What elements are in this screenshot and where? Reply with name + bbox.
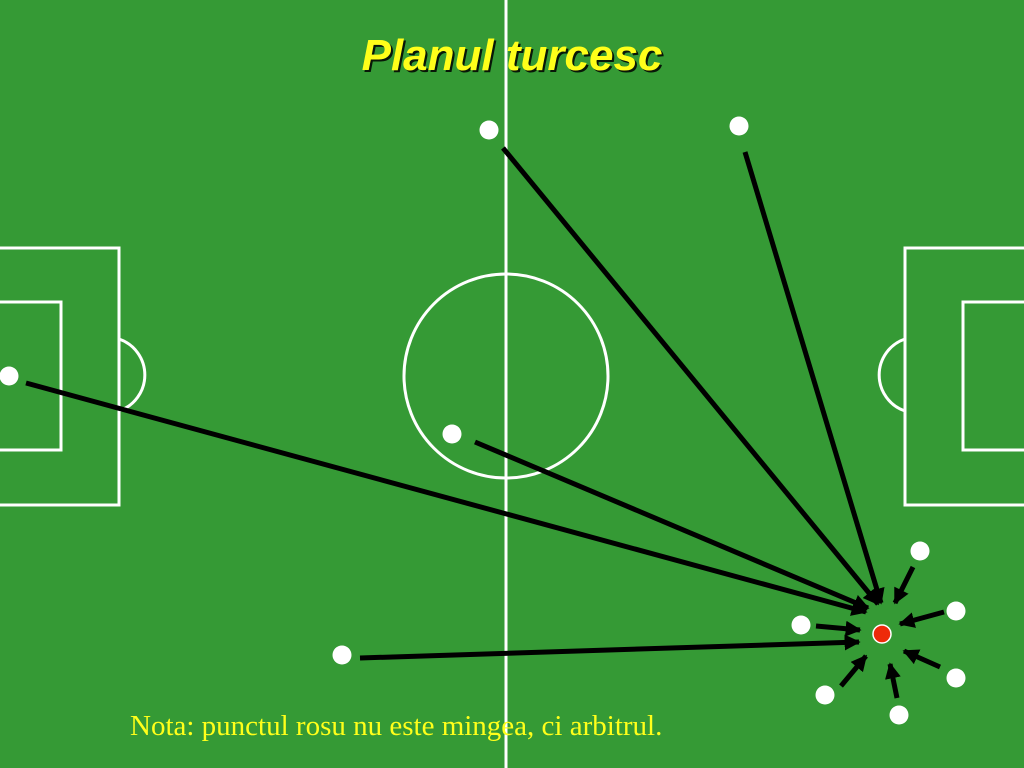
slide-title: Planul turcesc <box>361 31 663 80</box>
player-marker <box>815 685 835 705</box>
player-marker <box>946 601 966 621</box>
short-arrows <box>815 565 945 699</box>
arrow <box>474 439 870 611</box>
arrow <box>902 648 942 670</box>
long-arrows <box>25 146 885 661</box>
player-marker <box>910 541 930 561</box>
left-penalty-arc <box>118 337 147 413</box>
player-marker <box>889 705 909 725</box>
player-marker <box>946 668 966 688</box>
player-marker <box>479 120 499 140</box>
arrow <box>839 654 868 688</box>
player-marker <box>0 366 19 386</box>
arrow <box>25 380 868 616</box>
arrow <box>501 146 880 606</box>
right-goal-area <box>961 300 1024 452</box>
arrow <box>815 620 862 637</box>
arrow <box>898 609 945 628</box>
left-penalty-area <box>0 246 121 507</box>
right-penalty-arc <box>877 337 906 413</box>
player-marker <box>791 615 811 635</box>
left-goal-area <box>0 300 63 452</box>
center-circle <box>402 272 610 480</box>
arrow <box>892 565 916 605</box>
player-marker <box>729 116 749 136</box>
referee-marker <box>872 624 892 644</box>
arrow <box>885 662 901 699</box>
arrow <box>742 151 885 605</box>
player-marker <box>332 645 352 665</box>
footnote: Nota: punctul rosu nu este mingea, ci ar… <box>130 710 663 742</box>
arrow <box>359 634 861 661</box>
right-penalty-area <box>903 246 1024 507</box>
players <box>0 116 966 725</box>
player-marker <box>442 424 462 444</box>
